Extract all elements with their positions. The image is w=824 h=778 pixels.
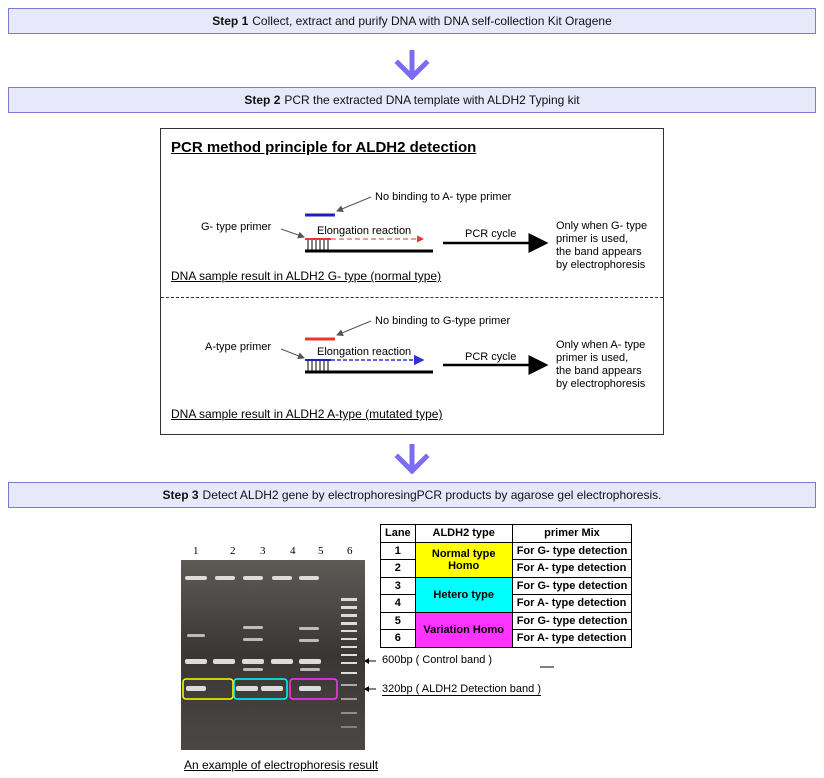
elongation-label-top: Elongation reaction: [317, 225, 412, 237]
no-binding-a-label: No binding to A- type primer: [375, 191, 512, 203]
caption-a-type: DNA sample result in ALDH2 A-type (mutat…: [171, 407, 443, 421]
table-row: 2 For A- type detection: [380, 559, 633, 578]
step-2-text: PCR the extracted DNA template with ALDH…: [284, 93, 580, 107]
type-cell-hetero: Hetero type: [414, 576, 513, 613]
step-1-text: Collect, extract and purify DNA with DNA…: [252, 14, 612, 28]
lane-table: Lane ALDH2 type primer Mix 1 Normal type…: [380, 524, 633, 648]
table-row: 4 For A- type detection: [380, 594, 633, 613]
table-header: ALDH2 type: [414, 524, 513, 543]
lane-cell: 4: [380, 594, 416, 613]
pcr-cycle-label-bottom: PCR cycle: [465, 351, 517, 363]
type-cell-normal: Normal type Homo: [414, 541, 513, 578]
type-cell-variation: Variation Homo: [414, 611, 513, 648]
table-header-row: Lane ALDH2 type primer Mix: [380, 524, 633, 543]
down-arrow-icon: [394, 444, 430, 474]
a-primer-label: A-type primer: [205, 341, 272, 353]
mix-cell: For G- type detection: [511, 541, 633, 560]
step-3-label: Step 3: [162, 488, 199, 502]
result-line: the band appears: [556, 365, 642, 377]
result-line: Only when G- type: [556, 220, 648, 232]
mix-cell: For G- type detection: [511, 576, 633, 595]
table-row: 1 Normal type Homo For G- type detection: [380, 541, 633, 578]
mix-cell: For A- type detection: [511, 594, 633, 613]
band-320bp-label: 320bp ( ALDH2 Detection band ): [382, 683, 541, 696]
g-primer-label: G- type primer: [201, 221, 272, 233]
gel-caption: An example of electrophoresis result: [184, 758, 379, 772]
step-1-bar: Step 1 Collect, extract and purify DNA w…: [8, 8, 816, 34]
lane-number: 4: [290, 545, 296, 557]
table-header: primer Mix: [511, 524, 633, 543]
section-divider: [161, 297, 663, 298]
result-line: by electrophoresis: [556, 378, 646, 390]
diagram-title: PCR method principle for ALDH2 detection: [171, 139, 477, 156]
result-text-top: Only when G- type primer is used, the ba…: [556, 220, 647, 272]
step-3-bar: Step 3 Detect ALDH2 gene by electrophore…: [8, 482, 816, 508]
table-header: Lane: [380, 524, 416, 543]
step-2-bar: Step 2 PCR the extracted DNA template wi…: [8, 87, 816, 113]
band-pointers: [364, 658, 554, 692]
lane-cell: 5: [380, 611, 416, 630]
pcr-principle-diagram: PCR method principle for ALDH2 detection…: [160, 128, 664, 435]
lane-cell: 1: [380, 541, 416, 560]
lane-number: 2: [230, 545, 236, 557]
result-text-bottom: Only when A- type primer is used, the ba…: [556, 339, 645, 391]
table-row: 6 For A- type detection: [380, 629, 633, 648]
band-600bp-label: 600bp ( Control band ): [382, 654, 493, 666]
result-line: Only when A- type: [556, 339, 646, 351]
pcr-cycle-label-top: PCR cycle: [465, 228, 517, 240]
caption-g-type: DNA sample result in ALDH2 G- type (norm…: [171, 269, 442, 283]
lane-number: 5: [318, 545, 324, 557]
lane-number: 3: [260, 545, 266, 557]
lane-cell: 3: [380, 576, 416, 595]
lane-cell: 2: [380, 559, 416, 578]
step-1-label: Step 1: [212, 14, 249, 28]
no-binding-g-label: No binding to G-type primer: [375, 315, 511, 327]
result-line: primer is used,: [556, 233, 629, 245]
mix-cell: For G- type detection: [511, 611, 633, 630]
lane-cell: 6: [380, 629, 416, 648]
mix-cell: For A- type detection: [511, 559, 633, 578]
pcr-schematic: [280, 196, 549, 375]
result-line: the band appears: [556, 246, 642, 258]
down-arrow-icon: [394, 50, 430, 80]
result-line: by electrophoresis: [556, 259, 646, 271]
mix-cell: For A- type detection: [511, 629, 633, 648]
table-row: 5 Variation Homo For G- type detection: [380, 611, 633, 648]
table-row: 3 Hetero type For G- type detection: [380, 576, 633, 613]
step-2-label: Step 2: [244, 93, 281, 107]
electrophoresis-gel-image: [181, 560, 365, 750]
step-3-text: Detect ALDH2 gene by electrophoresingPCR…: [202, 488, 662, 502]
result-line: primer is used,: [556, 352, 629, 364]
lane-number: 6: [347, 545, 353, 557]
lane-number: 1: [193, 545, 199, 557]
elongation-label-bottom: Elongation reaction: [317, 346, 412, 358]
